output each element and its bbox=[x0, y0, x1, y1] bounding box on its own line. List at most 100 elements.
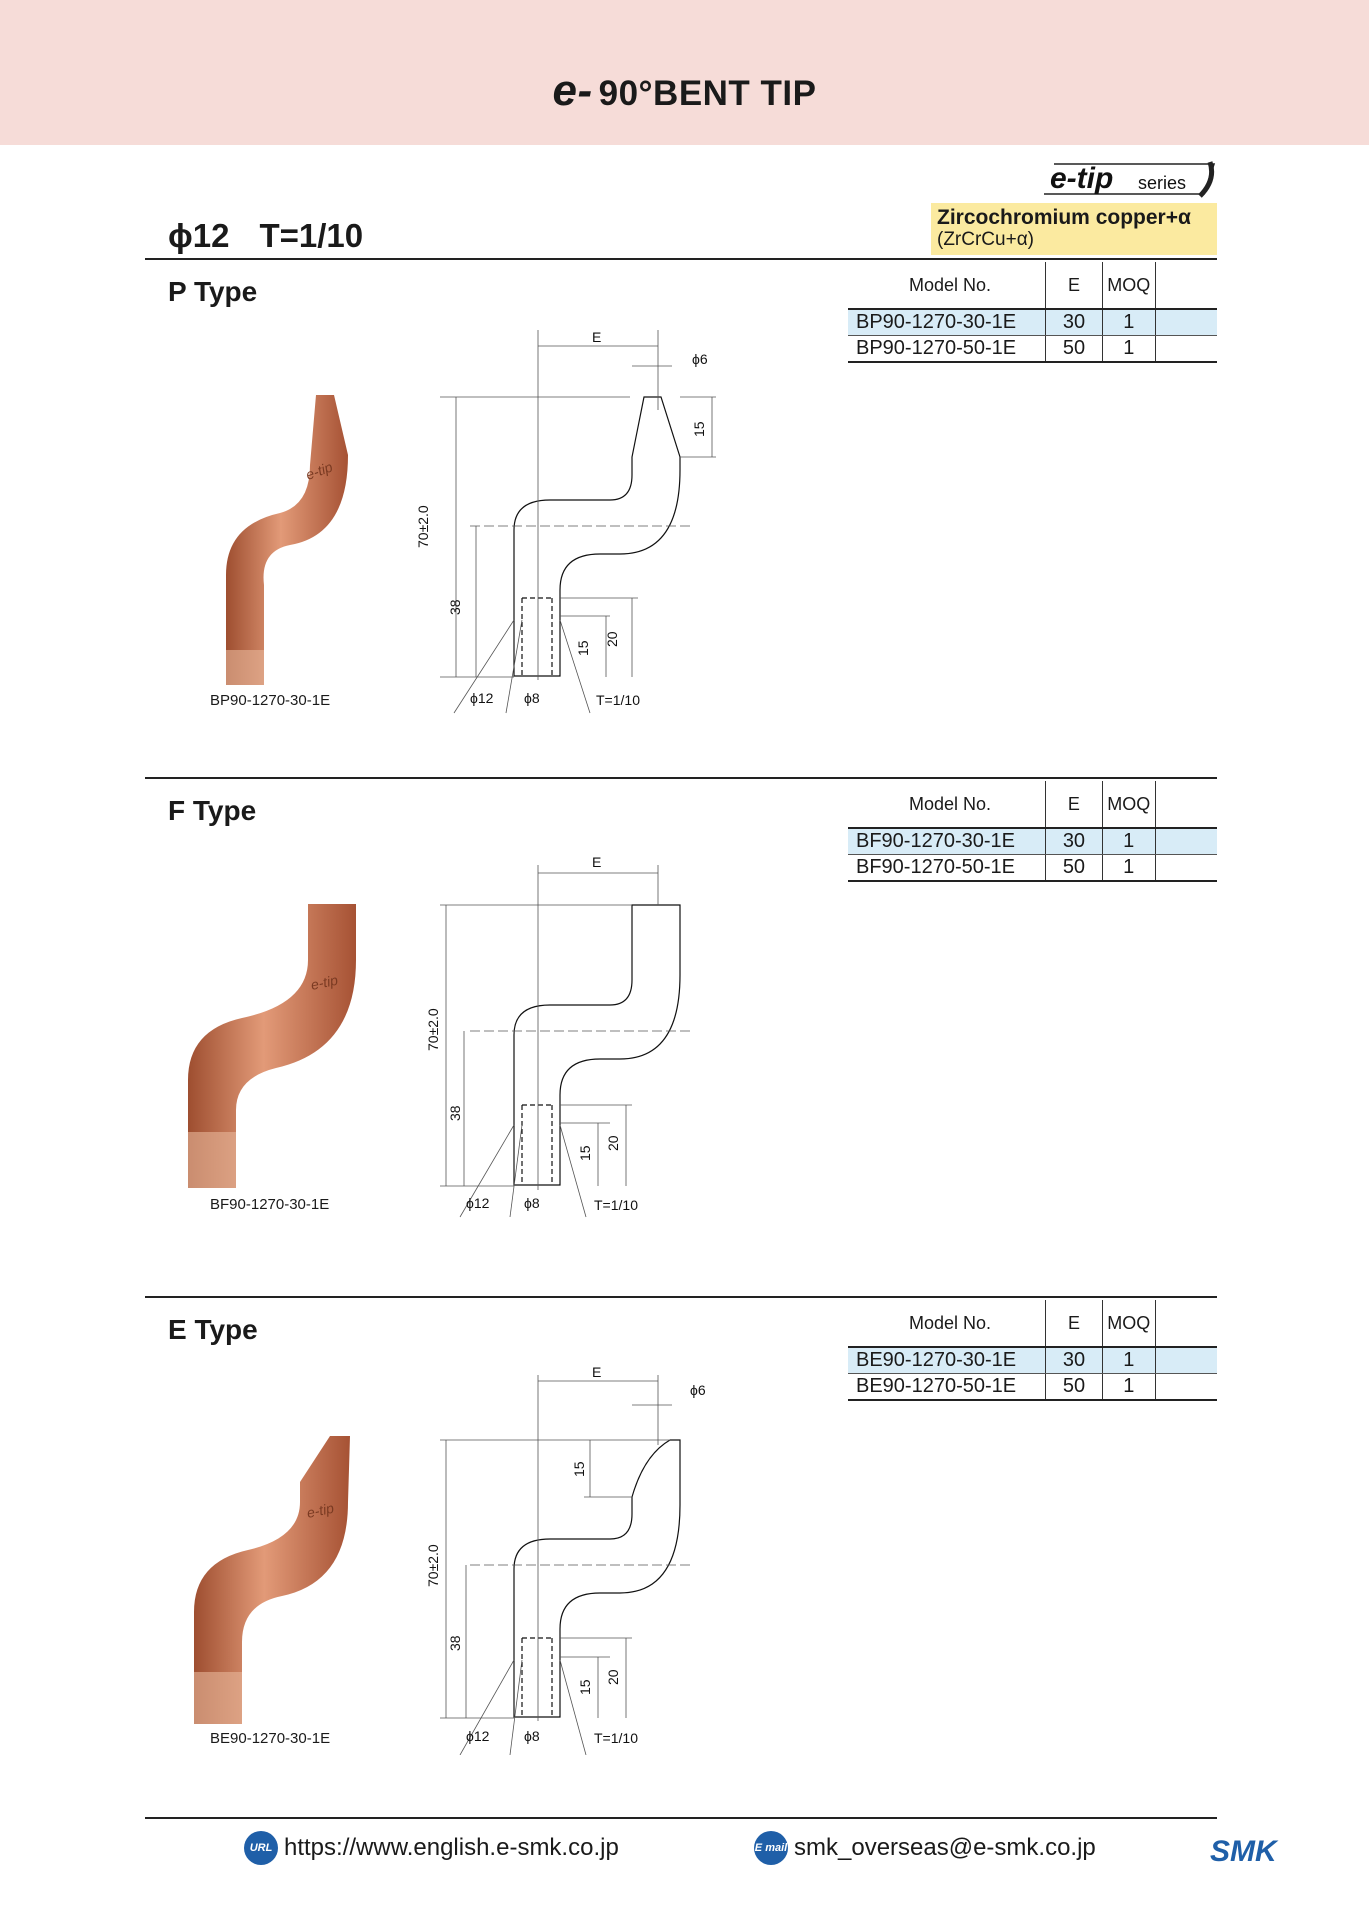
dim-taper: T=1/10 bbox=[594, 1197, 638, 1213]
series-brand: e-tip bbox=[1050, 162, 1113, 195]
mail-icon: E mail bbox=[754, 1831, 788, 1865]
e-cell: 30 bbox=[1045, 828, 1103, 855]
p-type-table: Model No. E MOQ BP90-1270-30-1E 30 1 BP9… bbox=[848, 262, 1217, 363]
globe-icon: URL bbox=[244, 1831, 278, 1865]
dim-bore: 20 bbox=[605, 1669, 621, 1685]
dim-tip-len: 15 bbox=[571, 1461, 587, 1477]
section-divider bbox=[145, 1296, 1217, 1298]
f-type-photo-caption: BF90-1270-30-1E bbox=[210, 1196, 330, 1213]
dim-outer: ϕ12 bbox=[466, 1195, 490, 1211]
brand-name: SMK bbox=[1210, 1835, 1279, 1865]
dim-outer: ϕ12 bbox=[470, 690, 494, 706]
e-type-drawing: E ϕ6 15 70±2.0 38 15 20 ϕ12 ϕ8 T=1/10 bbox=[425, 1364, 706, 1755]
section-title-p: P Type bbox=[168, 276, 258, 307]
spec-divider bbox=[145, 258, 1217, 260]
f-type-drawing: E 70±2.0 38 15 20 ϕ12 ϕ8 T=1/10 bbox=[425, 854, 690, 1218]
e-cell: 50 bbox=[1045, 854, 1103, 882]
dim-taper: T=1/10 bbox=[596, 692, 640, 708]
dim-taper: T=1/10 bbox=[594, 1730, 638, 1746]
dim-e: E bbox=[592, 1364, 601, 1380]
moq-cell: 1 bbox=[1102, 335, 1156, 363]
smk-logo: SMK bbox=[1210, 1835, 1279, 1865]
series-suffix: series bbox=[1138, 173, 1186, 193]
e-cell: 30 bbox=[1045, 309, 1103, 336]
col-e: E bbox=[1045, 1300, 1103, 1348]
model-cell: BE90-1270-30-1E bbox=[848, 1347, 1046, 1374]
dim-taper-len: 15 bbox=[577, 1145, 593, 1161]
dim-bend: 38 bbox=[447, 1105, 463, 1121]
table-row: BE90-1270-30-1E 30 1 bbox=[848, 1347, 1217, 1374]
model-cell: BF90-1270-50-1E bbox=[848, 854, 1046, 882]
dim-total: 70±2.0 bbox=[425, 1008, 441, 1051]
e-type-table: Model No. E MOQ BE90-1270-30-1E 30 1 BE9… bbox=[848, 1300, 1217, 1401]
moq-cell: 1 bbox=[1102, 828, 1156, 855]
table-row: BP90-1270-50-1E 50 1 bbox=[848, 335, 1217, 363]
dim-tip: ϕ6 bbox=[690, 1382, 706, 1398]
page-header: e-90°BENT TIP bbox=[0, 0, 1369, 145]
e-type-photo: e-tip bbox=[194, 1436, 350, 1724]
p-type-drawing: E ϕ6 15 70±2.0 38 15 20 ϕ12 ϕ8 T=1/10 bbox=[415, 329, 716, 714]
e-cell: 30 bbox=[1045, 1347, 1103, 1374]
col-moq: MOQ bbox=[1102, 262, 1156, 310]
dim-bore: 20 bbox=[605, 1135, 621, 1151]
table-row: BF90-1270-50-1E 50 1 bbox=[848, 854, 1217, 882]
moq-cell: 1 bbox=[1102, 309, 1156, 336]
section-divider bbox=[145, 777, 1217, 779]
footer-divider bbox=[145, 1817, 1217, 1819]
col-moq: MOQ bbox=[1102, 781, 1156, 829]
dim-taper-len: 15 bbox=[577, 1679, 593, 1695]
col-model: Model No. bbox=[848, 262, 1046, 310]
p-type-photo: e-tip bbox=[226, 395, 348, 685]
dim-taper-len: 15 bbox=[575, 640, 591, 656]
f-type-table: Model No. E MOQ BF90-1270-30-1E 30 1 BF9… bbox=[848, 781, 1217, 882]
table-row: BP90-1270-30-1E 30 1 bbox=[848, 309, 1217, 336]
dim-tip-len: 15 bbox=[691, 421, 707, 437]
email-link[interactable]: smk_overseas@e-smk.co.jp bbox=[794, 1834, 1096, 1861]
footer-email[interactable]: E mail smk_overseas@e-smk.co.jp bbox=[754, 1830, 1096, 1866]
dim-total: 70±2.0 bbox=[425, 1544, 441, 1587]
moq-cell: 1 bbox=[1102, 854, 1156, 882]
p-type-photo-caption: BP90-1270-30-1E bbox=[210, 692, 331, 709]
table-row: BF90-1270-30-1E 30 1 bbox=[848, 828, 1217, 855]
dim-total: 70±2.0 bbox=[415, 505, 431, 548]
model-cell: BF90-1270-30-1E bbox=[848, 828, 1046, 855]
spec-diameter: ϕ12 bbox=[168, 217, 230, 254]
dim-e: E bbox=[592, 854, 601, 870]
col-model: Model No. bbox=[848, 1300, 1046, 1348]
dim-tip: ϕ6 bbox=[692, 351, 708, 367]
e-cell: 50 bbox=[1045, 1373, 1103, 1401]
footer-website[interactable]: URL https://www.english.e-smk.co.jp bbox=[244, 1830, 619, 1866]
section-title-e: E Type bbox=[168, 1314, 258, 1345]
material-formula: (ZrCrCu+α) bbox=[937, 229, 1035, 250]
e-type-photo-caption: BE90-1270-30-1E bbox=[210, 1730, 331, 1747]
section-title-f: F Type bbox=[168, 795, 257, 826]
e-cell: 50 bbox=[1045, 335, 1103, 363]
model-cell: BE90-1270-50-1E bbox=[848, 1373, 1046, 1401]
e-tip-series-logo: e-tip series bbox=[1044, 161, 1216, 198]
dim-e: E bbox=[592, 329, 601, 345]
e-logo: e- bbox=[552, 66, 593, 115]
dim-bore: 20 bbox=[604, 631, 620, 647]
dim-inner: ϕ8 bbox=[524, 1195, 540, 1211]
website-link[interactable]: https://www.english.e-smk.co.jp bbox=[284, 1834, 619, 1861]
f-type-photo: e-tip bbox=[188, 904, 356, 1188]
dim-bend: 38 bbox=[447, 1635, 463, 1651]
spec-heading: ϕ12 T=1/10 bbox=[168, 217, 393, 255]
dim-inner: ϕ8 bbox=[524, 690, 540, 706]
page-title-text: 90°BENT TIP bbox=[598, 74, 817, 113]
col-moq: MOQ bbox=[1102, 1300, 1156, 1348]
dim-bend: 38 bbox=[447, 599, 463, 615]
svg-text:e-tip: e-tip bbox=[309, 972, 339, 993]
moq-cell: 1 bbox=[1102, 1373, 1156, 1401]
col-e: E bbox=[1045, 781, 1103, 829]
spec-taper: T=1/10 bbox=[259, 217, 364, 254]
table-row: BE90-1270-50-1E 50 1 bbox=[848, 1373, 1217, 1401]
svg-text:e-tip: e-tip bbox=[305, 1500, 335, 1521]
material-badge: Zircochromium copper+α (ZrCrCu+α) bbox=[931, 203, 1217, 255]
material-name: Zircochromium copper+α bbox=[937, 206, 1191, 229]
moq-cell: 1 bbox=[1102, 1347, 1156, 1374]
dim-inner: ϕ8 bbox=[524, 1728, 540, 1744]
dim-outer: ϕ12 bbox=[466, 1728, 490, 1744]
page-title: e-90°BENT TIP bbox=[0, 66, 1369, 116]
col-e: E bbox=[1045, 262, 1103, 310]
